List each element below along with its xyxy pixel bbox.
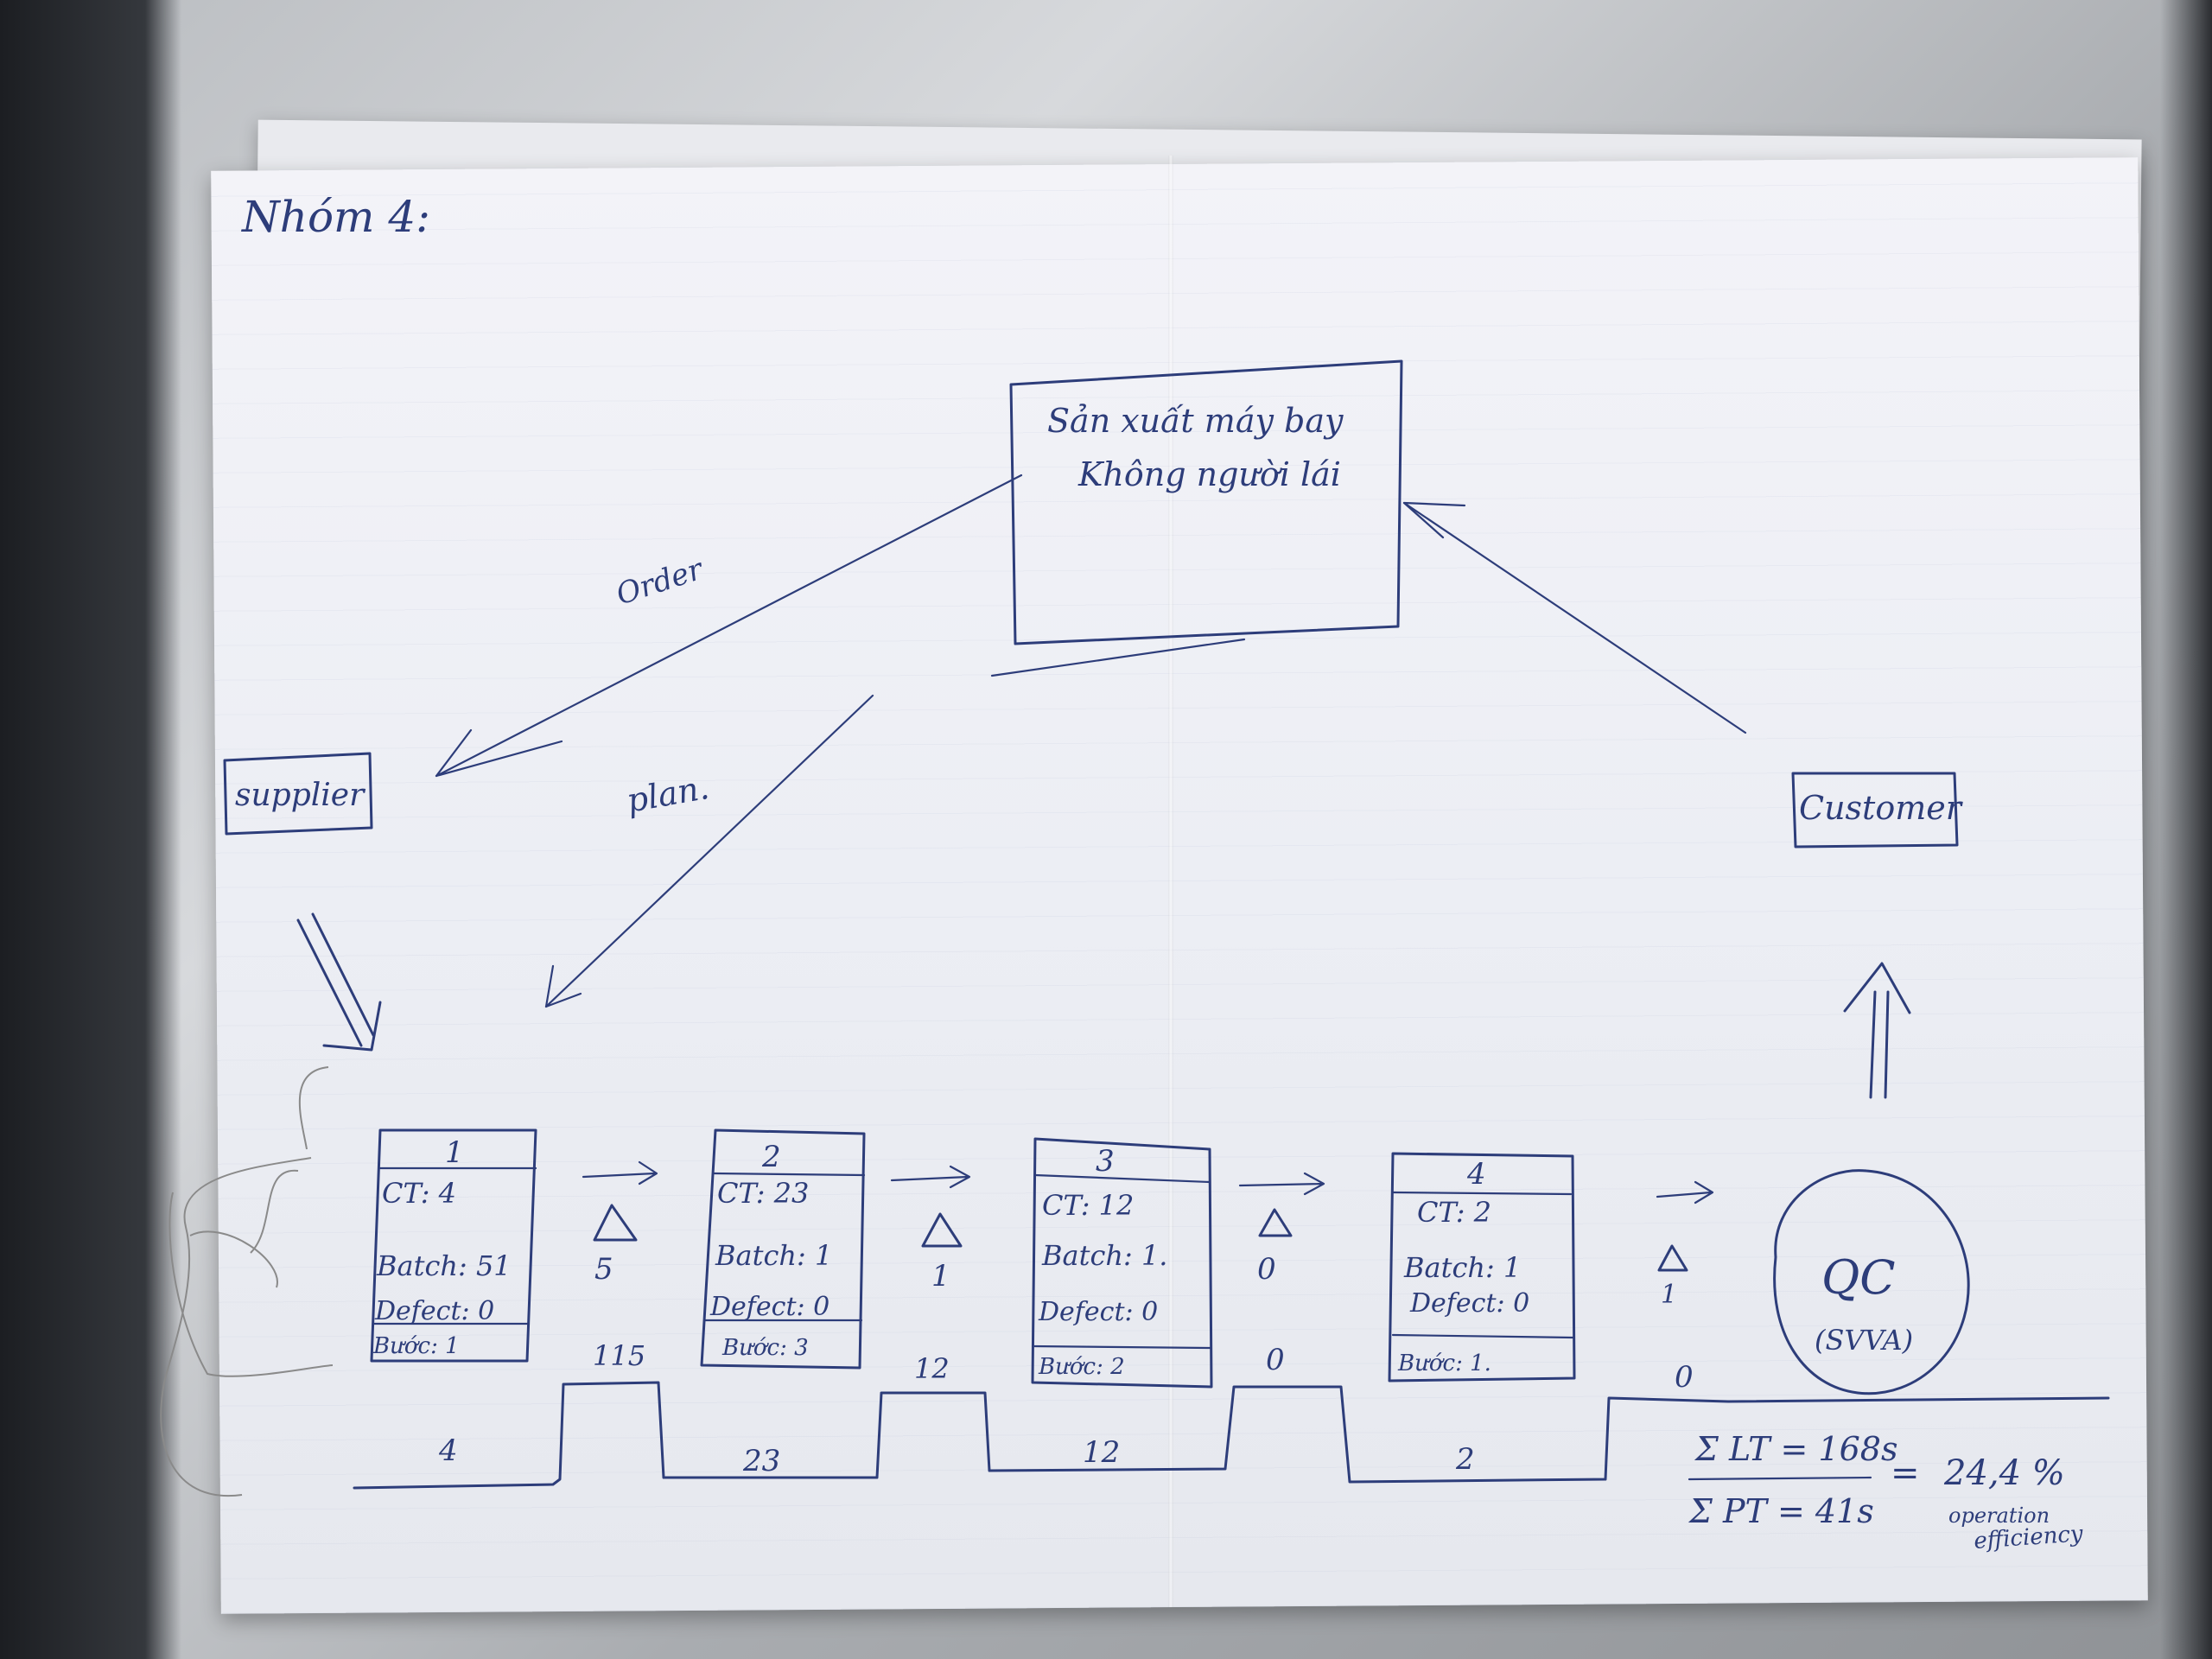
qc-up-arrow bbox=[1869, 990, 1890, 1099]
background-right-shadow bbox=[2160, 0, 2212, 1659]
qc-sub: (SVVA) bbox=[1815, 1324, 1913, 1357]
order-arrow-head bbox=[435, 728, 563, 778]
summary-lt: Σ LT = 168s bbox=[1694, 1430, 1897, 1468]
timeline-steps bbox=[353, 1381, 2110, 1490]
process-2-number: 2 bbox=[761, 1140, 781, 1174]
process-box-4: 4 CT: 2 Batch: 1 Defect: 0 Bước: 1. bbox=[1388, 1152, 1576, 1382]
timeline-wait-4: 0 bbox=[1675, 1360, 1694, 1395]
process-1-batch: Batch: 51 bbox=[376, 1249, 512, 1282]
timeline-wait-2: 12 bbox=[914, 1352, 950, 1385]
inventory-3-qty: 0 bbox=[1257, 1252, 1276, 1287]
process-3-step: Bước: 2 bbox=[1038, 1354, 1125, 1380]
process-2-batch: Batch: 1 bbox=[715, 1239, 832, 1272]
process-2-step: Bước: 3 bbox=[721, 1335, 809, 1361]
inventory-2-qty: 1 bbox=[931, 1259, 950, 1294]
customer-arrow-head bbox=[1402, 501, 1466, 539]
summary-pt: Σ PT = 41s bbox=[1688, 1492, 1874, 1530]
order-arrow-line bbox=[435, 474, 1023, 778]
qc-circle: QC (SVVA) bbox=[1773, 1169, 1970, 1395]
production-control-box bbox=[1009, 359, 1403, 645]
production-line1: Sản xuất máy bay bbox=[1047, 402, 1344, 440]
supplier-label: supplier bbox=[235, 778, 365, 813]
summary-note-1: operation bbox=[1948, 1503, 2050, 1528]
plan-arrow-head bbox=[544, 964, 582, 1008]
process-3-number: 3 bbox=[1096, 1144, 1115, 1179]
supplier-push-arrow bbox=[296, 912, 375, 1047]
supplier-box bbox=[223, 752, 373, 836]
underline bbox=[990, 638, 1246, 677]
supplier-push-arrowhead bbox=[322, 1001, 382, 1052]
process-4-defect: Defect: 0 bbox=[1409, 1288, 1529, 1319]
process-2-defect: Defect: 0 bbox=[709, 1292, 830, 1322]
timeline-ct-2: 23 bbox=[742, 1444, 780, 1478]
flow-arrows bbox=[582, 1160, 1714, 1205]
inventory-4: 1 bbox=[1657, 1244, 1688, 1310]
process-2-ct: CT: 23 bbox=[717, 1177, 809, 1210]
background-left-shadow bbox=[0, 0, 181, 1659]
summary-equals: = bbox=[1891, 1453, 1920, 1493]
process-1-number: 1 bbox=[445, 1135, 464, 1170]
process-box-1: 1 CT: 4 Batch: 51 Defect: 0 Bước: 1 bbox=[370, 1128, 537, 1363]
inventory-3: 0 bbox=[1257, 1208, 1293, 1287]
customer-label: Customer bbox=[1799, 789, 1964, 827]
process-1-step: Bước: 1 bbox=[372, 1333, 460, 1359]
qc-label: QC bbox=[1821, 1250, 1896, 1305]
summary: Σ LT = 168s Σ PT = 41s = 24,4 % operatio… bbox=[1688, 1430, 2084, 1554]
timeline-wait-1: 115 bbox=[593, 1339, 645, 1372]
timeline-wait-3: 0 bbox=[1266, 1343, 1285, 1377]
paper-fold bbox=[1168, 156, 1173, 1607]
production-line2: Không người lái bbox=[1077, 455, 1341, 493]
plan-label: plan. bbox=[624, 768, 712, 820]
summary-fraction-bar bbox=[1688, 1476, 1872, 1481]
pencil-sketch bbox=[160, 1066, 334, 1497]
process-3-ct: CT: 12 bbox=[1042, 1189, 1134, 1222]
process-3-batch: Batch: 1. bbox=[1041, 1239, 1167, 1272]
timeline-ct-1: 4 bbox=[438, 1433, 458, 1468]
inventory-1-qty: 5 bbox=[594, 1252, 613, 1287]
timeline-ct-3: 12 bbox=[1083, 1435, 1120, 1470]
plan-arrow-line bbox=[544, 694, 874, 1008]
process-4-ct: CT: 2 bbox=[1417, 1196, 1491, 1229]
process-box-3: 3 CT: 12 Batch: 1. Defect: 0 Bước: 2 bbox=[1031, 1137, 1213, 1389]
timeline-ct-4: 2 bbox=[1455, 1442, 1475, 1477]
process-box-2: 2 CT: 23 Batch: 1 Defect: 0 Bước: 3 bbox=[700, 1128, 866, 1370]
customer-arrow-line bbox=[1402, 501, 1747, 734]
inventory-2: 1 bbox=[921, 1212, 963, 1294]
process-1-ct: CT: 4 bbox=[382, 1177, 456, 1210]
inventory-1: 5 bbox=[593, 1204, 638, 1287]
process-4-step: Bước: 1. bbox=[1397, 1351, 1491, 1376]
qc-up-arrowhead bbox=[1843, 962, 1911, 1014]
order-label: Order bbox=[612, 551, 708, 612]
process-4-number: 4 bbox=[1466, 1157, 1486, 1192]
process-3-defect: Defect: 0 bbox=[1038, 1297, 1158, 1327]
group-title: Nhóm 4: bbox=[241, 192, 430, 242]
process-1-defect: Defect: 0 bbox=[374, 1296, 494, 1326]
process-4-batch: Batch: 1 bbox=[1403, 1251, 1521, 1284]
summary-result: 24,4 % bbox=[1943, 1453, 2065, 1493]
customer-box bbox=[1791, 772, 1959, 849]
inventory-4-qty: 1 bbox=[1661, 1280, 1677, 1310]
